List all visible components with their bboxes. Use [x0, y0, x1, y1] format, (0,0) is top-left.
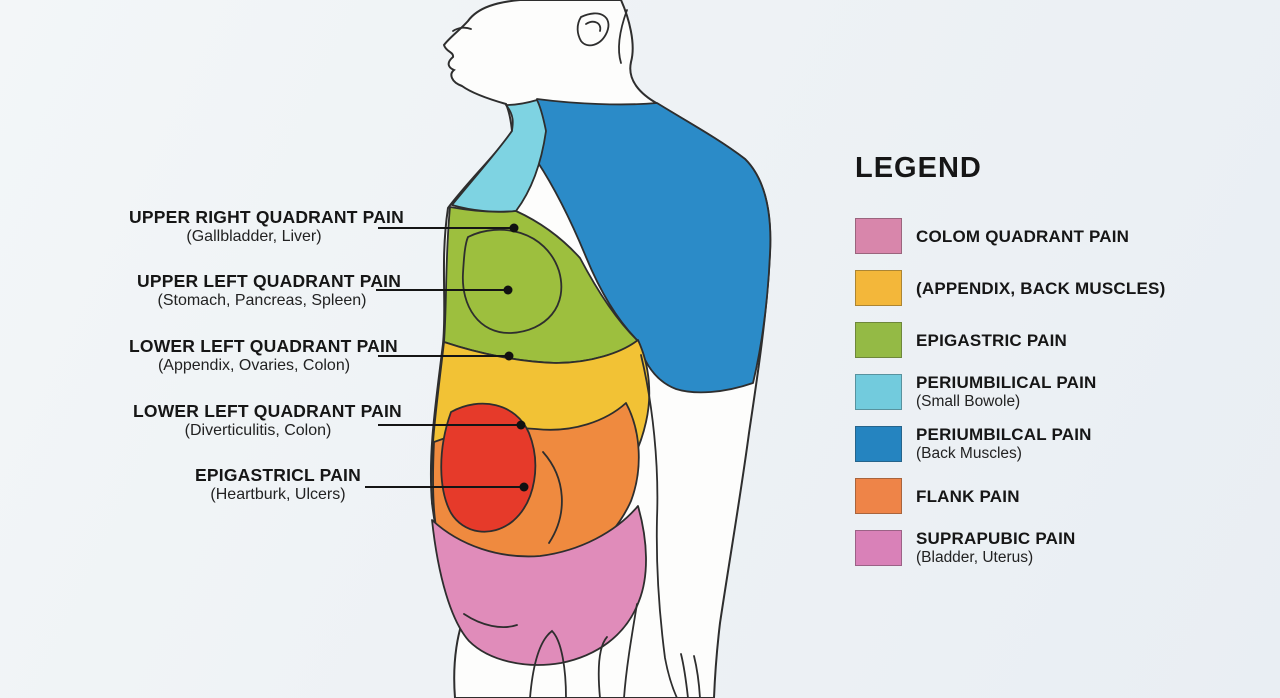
legend-item-text: PERIUMBILICAL PAIN (Small Bowole) — [916, 373, 1097, 410]
legend-item-text: (APPENDIX, BACK MUSCLES) — [916, 278, 1166, 298]
callout-subtitle: (Appendix, Ovaries, Colon) — [157, 357, 351, 374]
callout-lower-left-quadrant-2: LOWER LEFT QUADRANT PAIN (Diverticulitis… — [133, 401, 402, 440]
callout-subtitle: (Gallbladder, Liver) — [186, 228, 322, 245]
callout-upper-left-quadrant: UPPER LEFT QUADRANT PAIN (Stomach, Pancr… — [137, 271, 402, 310]
callout-title: UPPER LEFT QUADRANT PAIN — [137, 271, 402, 291]
legend-item-text: FLANK PAIN — [916, 486, 1020, 506]
callout-upper-right-quadrant: UPPER RIGHT QUADRANT PAIN (Gallbladder, … — [129, 207, 404, 246]
legend-swatch — [855, 218, 902, 254]
region-shoulder-upper-back — [531, 98, 772, 394]
legend-title: LEGEND — [855, 152, 982, 184]
legend-item-appendix-back-muscles: (APPENDIX, BACK MUSCLES) — [855, 270, 1165, 306]
legend-swatch — [855, 426, 902, 462]
callout-subtitle: (Heartburk, Ulcers) — [210, 486, 346, 503]
callout-epigastric: EPIGASTRICL PAIN (Heartburk, Ulcers) — [153, 466, 403, 504]
legend-swatch — [855, 530, 902, 566]
callout-title: LOWER LEFT QUADRANT PAIN — [133, 401, 402, 421]
legend-item-periumbilical-small-bowel: PERIUMBILICAL PAIN (Small Bowole) — [855, 373, 1165, 410]
callout-title: UPPER RIGHT QUADRANT PAIN — [129, 207, 404, 227]
legend: LEGEND COLOM QUADRANT PAIN (APPENDIX, BA… — [855, 152, 1165, 582]
legend-item-periumbilical-back-muscles: PERIUMBILCAL PAIN (Back Muscles) — [855, 425, 1165, 462]
callout-title: LOWER LEFT QUADRANT PAIN — [129, 336, 398, 356]
legend-item-text: SUPRAPUBIC PAIN (Bladder, Uterus) — [916, 529, 1076, 566]
callout-subtitle: (Diverticulitis, Colon) — [184, 422, 332, 439]
callout-title: EPIGASTRICL PAIN — [195, 465, 361, 485]
legend-swatch — [855, 322, 902, 358]
legend-item-suprapubic: SUPRAPUBIC PAIN (Bladder, Uterus) — [855, 529, 1165, 566]
callout-dots — [503, 223, 529, 492]
legend-item-epigastric: EPIGASTRIC PAIN — [855, 322, 1165, 358]
legend-swatch — [855, 374, 902, 410]
callout-subtitle: (Stomach, Pancreas, Spleen) — [157, 292, 367, 309]
legend-swatch — [855, 270, 902, 306]
legend-item-text: EPIGASTRIC PAIN — [916, 330, 1067, 350]
callout-lower-left-quadrant: LOWER LEFT QUADRANT PAIN (Appendix, Ovar… — [129, 336, 398, 375]
legend-item-colon-quadrant: COLOM QUADRANT PAIN — [855, 218, 1165, 254]
legend-item-text: PERIUMBILCAL PAIN (Back Muscles) — [916, 425, 1092, 462]
legend-item-flank: FLANK PAIN — [855, 478, 1165, 514]
legend-item-text: COLOM QUADRANT PAIN — [916, 226, 1130, 246]
legend-swatch — [855, 478, 902, 514]
callout-leader-lines — [365, 227, 524, 488]
body-detail-lines — [452, 9, 701, 698]
region-umbilical-core — [440, 402, 537, 533]
